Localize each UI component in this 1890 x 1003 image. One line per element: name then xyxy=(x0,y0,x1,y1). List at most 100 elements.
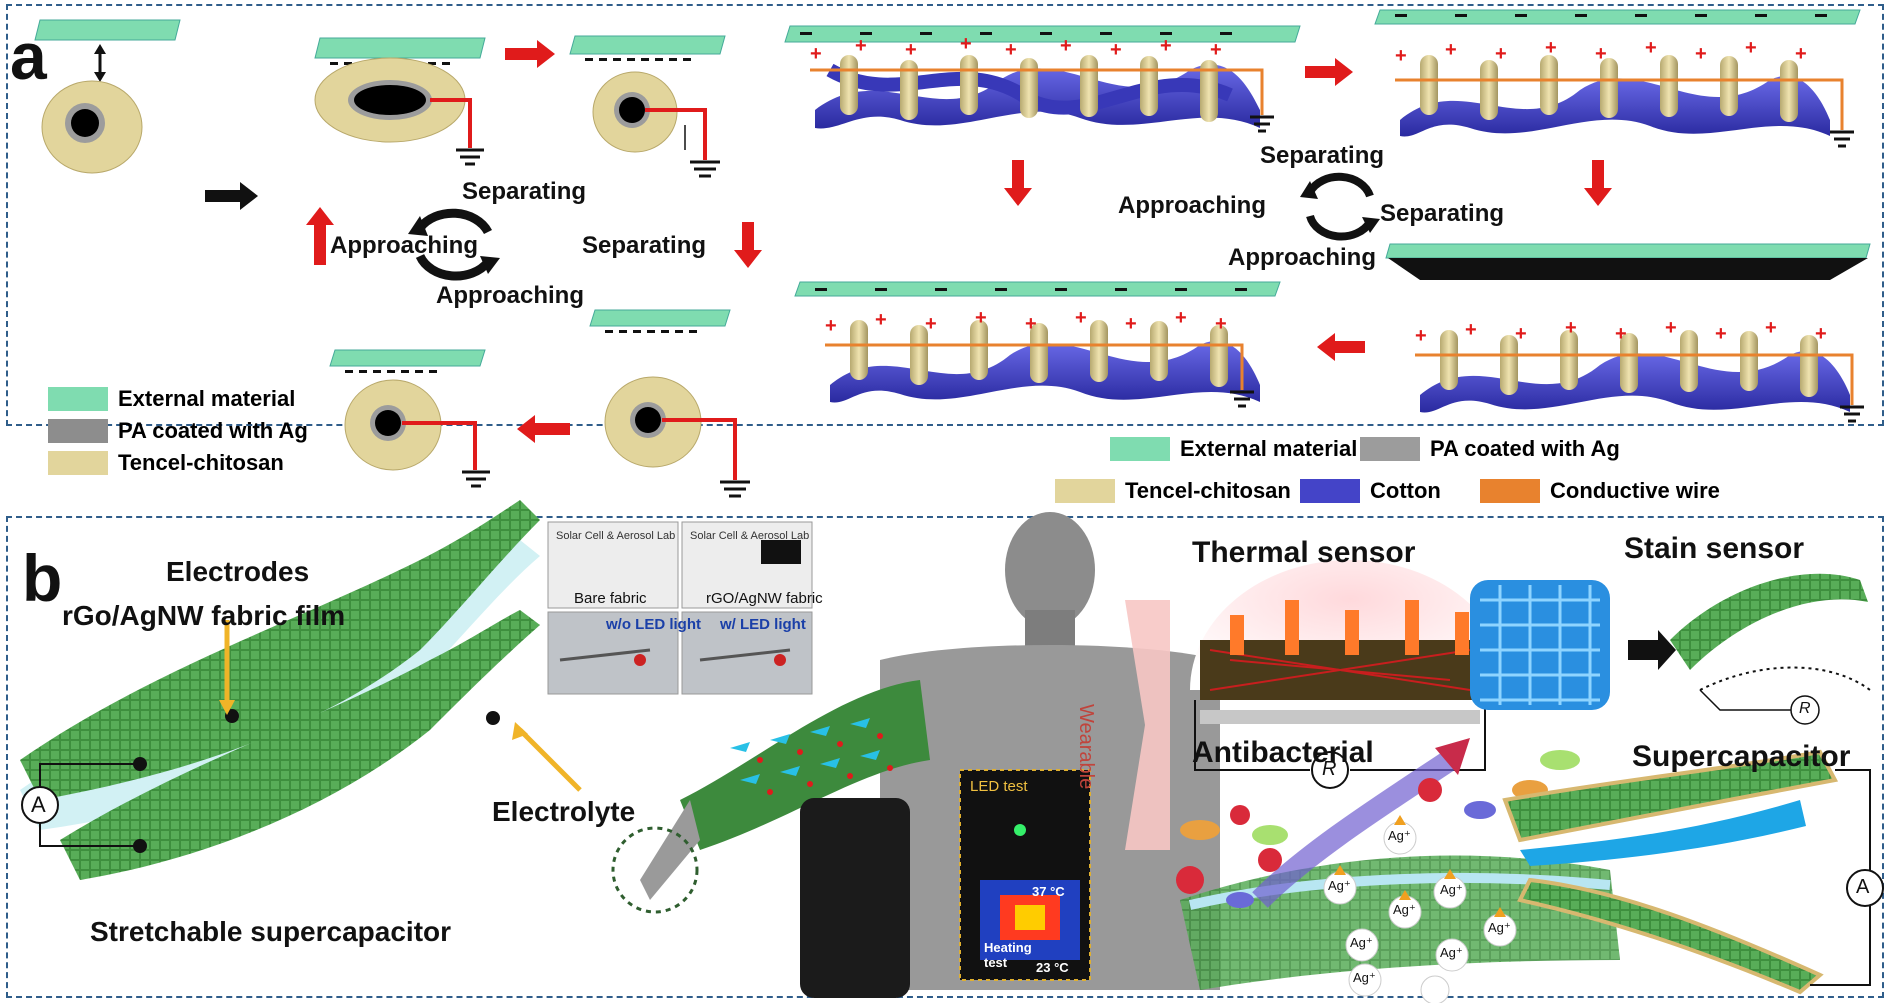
wearable-arrow-icon xyxy=(1125,600,1170,850)
swatch-cotton xyxy=(1300,479,1360,503)
fabric-state-4-icon: +++++++++ xyxy=(1415,317,1864,423)
svg-text:+: + xyxy=(1110,39,1122,61)
temp-high-label: 37 °C xyxy=(1032,884,1065,899)
right-separating-top-label: Separating xyxy=(1260,142,1385,169)
svg-text:+: + xyxy=(1215,313,1227,335)
svg-text:+: + xyxy=(975,307,987,329)
svg-text:+: + xyxy=(1565,317,1577,339)
svg-text:+: + xyxy=(1665,317,1677,339)
left-separating-top-label: Separating xyxy=(462,178,587,205)
legend-right-tencel: Tencel-chitosan xyxy=(1055,478,1291,504)
svg-text:+: + xyxy=(1125,313,1137,335)
led-test-label: LED test xyxy=(970,778,1028,795)
ag-ion-label-8: Ag⁺ xyxy=(1353,970,1376,985)
cycle-arrows-icon xyxy=(415,208,493,281)
stain-sensor-icon xyxy=(1470,573,1871,725)
step1-fiber-icon xyxy=(314,37,486,166)
legend-left-tencel: Tencel-chitosan xyxy=(48,450,284,476)
svg-text:+: + xyxy=(1545,37,1557,59)
svg-text:+: + xyxy=(1615,323,1627,345)
svg-text:+: + xyxy=(1595,43,1607,65)
fabric-cycle-arrows-icon xyxy=(1306,172,1374,241)
svg-text:+: + xyxy=(1025,313,1037,335)
fabric-arrow-right-icon xyxy=(1305,58,1353,86)
legend-left-pa: PA coated with Ag xyxy=(48,418,308,444)
swatch-pa xyxy=(48,419,108,443)
stretchable-label: Stretchable supercapacitor xyxy=(90,916,452,947)
svg-text:+: + xyxy=(1395,45,1407,67)
ag-ion-label-7: Ag⁺ xyxy=(1440,945,1463,960)
black-plate-icon xyxy=(1385,243,1871,280)
right-separating-right-label: Separating xyxy=(1380,200,1505,227)
panel-b xyxy=(6,516,1884,998)
svg-text:+: + xyxy=(810,43,822,65)
fabric-state-3-icon: +++++++++ xyxy=(794,281,1281,408)
svg-text:+: + xyxy=(1175,307,1187,329)
fabric-photos-icon xyxy=(547,521,813,695)
right-approaching-bottom-label: Approaching xyxy=(1228,244,1376,271)
svg-text:+: + xyxy=(1645,37,1657,59)
step2-fiber-icon xyxy=(569,35,726,178)
ag-ion-label-6: Ag⁺ xyxy=(1350,935,1373,950)
left-approaching-bottom-label: Approaching xyxy=(436,282,584,309)
svg-text:+: + xyxy=(1515,323,1527,345)
svg-text:+: + xyxy=(855,35,867,57)
legend-left-external: External material xyxy=(48,386,295,412)
stain-resistor-label: R xyxy=(1799,700,1811,717)
red-arrow-right-icon xyxy=(505,40,555,68)
svg-text:+: + xyxy=(905,39,917,61)
mannequin-icon xyxy=(611,512,1220,998)
ammeter-right-label: A xyxy=(1856,876,1870,898)
panel-a xyxy=(6,4,1884,426)
svg-text:+: + xyxy=(1495,43,1507,65)
photo-lab-text-1: Solar Cell & Aerosol Lab xyxy=(556,530,676,542)
red-arrow-up-icon xyxy=(306,207,334,265)
thermal-resistor-label: R xyxy=(1322,758,1337,780)
wo-led-caption: w/o LED light xyxy=(606,616,701,633)
black-right-arrow-icon xyxy=(205,182,258,210)
step4-fiber-icon xyxy=(329,349,490,488)
antibacterial-icon xyxy=(1176,738,1620,1003)
svg-text:+: + xyxy=(1815,323,1827,345)
ag-ion-label-5: Ag⁺ xyxy=(1488,920,1511,935)
ag-ion-label-3: Ag⁺ xyxy=(1440,882,1463,897)
svg-text:+: + xyxy=(960,33,972,55)
legend-right-cotton: Cotton xyxy=(1300,478,1441,504)
antibacterial-label: Antibacterial xyxy=(1192,736,1374,769)
photo-lab-text-2: Solar Cell & Aerosol Lab xyxy=(690,530,810,542)
temp-low-label: 23 °C xyxy=(1036,960,1069,975)
stretchable-supercapacitor-icon xyxy=(20,500,582,880)
thermal-sensor-label: Thermal sensor xyxy=(1192,536,1416,569)
legend-right-wire: Conductive wire xyxy=(1480,478,1720,504)
svg-text:+: + xyxy=(1160,35,1172,57)
red-arrow-down-icon xyxy=(734,222,762,268)
svg-text:+: + xyxy=(925,313,937,335)
left-approaching-left-label: Approaching xyxy=(330,232,478,259)
thermal-sensor-icon xyxy=(1190,560,1510,789)
legend-right-pa: PA coated with Ag xyxy=(1360,436,1620,462)
swatch-pa-right xyxy=(1360,437,1420,461)
ammeter-left-label: A xyxy=(31,792,46,817)
svg-text:+: + xyxy=(1415,325,1427,347)
supercapacitor-label: Supercapacitor xyxy=(1632,740,1851,773)
fabric-arrow-left-icon xyxy=(1317,333,1365,361)
electrodes-label: Electrodes xyxy=(166,556,310,587)
ag-ion-label-2: Ag⁺ xyxy=(1328,878,1351,893)
fabric-film-label: rGo/AgNW fabric film xyxy=(62,600,346,631)
svg-text:+: + xyxy=(1695,43,1707,65)
initial-fiber-icon xyxy=(34,19,181,174)
swatch-external-right xyxy=(1110,437,1170,461)
panel-b-label: b xyxy=(22,541,63,615)
heating-test-label: Heating test xyxy=(984,940,1032,970)
svg-text:+: + xyxy=(1060,35,1072,57)
step3-fiber-icon xyxy=(589,309,750,498)
svg-text:+: + xyxy=(1795,43,1807,65)
swatch-wire xyxy=(1480,479,1540,503)
ag-ion-label-4: Ag⁺ xyxy=(1393,902,1416,917)
bare-fabric-caption: Bare fabric xyxy=(574,590,647,607)
svg-text:+: + xyxy=(1210,39,1222,61)
right-approaching-left-label: Approaching xyxy=(1118,192,1266,219)
svg-text:+: + xyxy=(1745,37,1757,59)
legend-right-external: External material xyxy=(1110,436,1357,462)
